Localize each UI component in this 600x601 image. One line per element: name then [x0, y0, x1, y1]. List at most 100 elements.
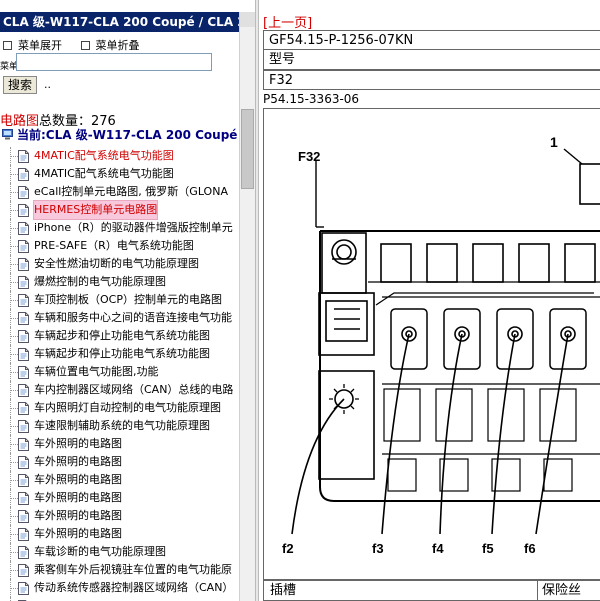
document-icon: [18, 257, 29, 271]
tree-guide-h: [10, 210, 20, 211]
tree-item[interactable]: 车辆起步和停止功能电气系统功能图: [0, 327, 240, 345]
tree-item[interactable]: eCall控制单元电路图, 俄罗斯（GLONA: [0, 183, 240, 201]
tree-item[interactable]: 车载诊断的电气功能原理图: [0, 543, 240, 561]
collapse-checkbox-icon: [80, 40, 90, 50]
tree-guide-h: [10, 228, 20, 229]
document-icon: [18, 293, 29, 307]
left-panel: CLA 级-W117-CLA 200 Coupé / CLA 220 C 菜单展…: [0, 0, 256, 601]
tree-item-label: 车辆位置电气功能图,功能: [34, 365, 159, 378]
document-icon: [18, 329, 29, 343]
tree-item-label: 乘客侧车外后视镜驻车位置的电气功能原: [34, 563, 232, 576]
document-icon: [18, 455, 29, 469]
scroll-up-icon[interactable]: [240, 12, 255, 27]
search-input[interactable]: [16, 53, 212, 71]
tree-item[interactable]: 乘客侧车外后视镜驻车位置的电气功能原: [0, 561, 240, 579]
tree-list: 4MATIC配气系统电气功能图 4MATIC配气系统电气功能图 eCall控制单元电…: [0, 147, 240, 601]
tree-item[interactable]: [0, 597, 240, 601]
tree-item[interactable]: 车内照明灯自动控制的电气功能原理图: [0, 399, 240, 417]
tree-guide-h: [10, 552, 20, 553]
document-icon: [18, 365, 29, 379]
tree-item-label: 车辆起步和停止功能电气系统功能图: [34, 347, 210, 360]
current-node[interactable]: 当前:CLA 级-W117-CLA 200 Coupé /: [2, 126, 246, 143]
tree-guide: [10, 597, 12, 601]
panel-divider[interactable]: [255, 0, 259, 601]
tree-item-label: 车速限制辅助系统的电气功能原理图: [34, 419, 210, 432]
document-icon: [18, 563, 29, 577]
tree-item[interactable]: 安全性燃油切断的电气功能原理图: [0, 255, 240, 273]
tree-item[interactable]: 4MATIC配气系统电气功能图: [0, 165, 240, 183]
tree-item[interactable]: 车外照明的电路图: [0, 471, 240, 489]
document-icon: [18, 527, 29, 541]
diagram-code: P54.15-3363-06: [263, 92, 360, 106]
right-panel: [上一页] GF54.15-P-1256-07KN 型号 F32 P54.15-…: [261, 0, 600, 601]
current-node-label: 当前:CLA 级-W117-CLA 200 Coupé /: [17, 128, 246, 142]
tree-item[interactable]: HERMES控制单元电路图: [0, 200, 240, 220]
prev-page-link[interactable]: [上一页]: [263, 16, 313, 31]
document-icon: [18, 311, 29, 325]
tree-item-label: 车外照明的电路图: [34, 473, 122, 486]
tree-item-label: eCall控制单元电路图, 俄罗斯（GLONA: [34, 185, 228, 198]
tree-item-label: 车外照明的电路图: [34, 455, 122, 468]
expand-checkbox-icon: [3, 40, 12, 50]
tree-item-label: 爆燃控制的电气功能原理图: [34, 275, 166, 288]
tree-guide-h: [10, 354, 20, 355]
document-icon: [18, 221, 29, 235]
tree-guide-h: [10, 498, 20, 499]
expand-all-button[interactable]: 菜单展开: [0, 37, 62, 53]
type-label: 型号: [263, 49, 600, 70]
document-icon: [18, 167, 29, 181]
tree-tools: 菜单展开 菜单折叠: [0, 37, 152, 53]
document-icon: [18, 509, 29, 523]
label-f4: f4: [432, 541, 444, 556]
tree-guide-h: [10, 264, 20, 265]
tree-item[interactable]: 车顶控制板（OCP）控制单元的电路图: [0, 291, 240, 309]
tree-item[interactable]: 车内控制器区域网络（CAN）总线的电路: [0, 381, 240, 399]
tree-guide-h: [10, 156, 20, 157]
tree-guide-h: [10, 570, 20, 571]
tree-guide-h: [10, 192, 20, 193]
document-icon: [18, 437, 29, 451]
slot-header: 插槽: [270, 583, 297, 598]
tree-item[interactable]: iPhone（R）的驱动器件增强版控制单元: [0, 219, 240, 237]
tree-guide-h: [10, 588, 20, 589]
callout-1: 1: [550, 134, 558, 150]
tree-guide-h: [10, 516, 20, 517]
document-icon: [18, 473, 29, 487]
tree-guide-h: [10, 282, 20, 283]
tree-item[interactable]: 爆燃控制的电气功能原理图: [0, 273, 240, 291]
tree-item-label: 4MATIC配气系统电气功能图: [34, 149, 174, 162]
count-line: 电路图总数量：276: [0, 110, 116, 129]
tree-item-label: 安全性燃油切断的电气功能原理图: [34, 257, 199, 270]
tree-item[interactable]: 车辆起步和停止功能电气系统功能图: [0, 345, 240, 363]
tree-item[interactable]: 车辆和服务中心之间的语音连接电气功能: [0, 309, 240, 327]
diagram-title: F32: [298, 149, 320, 164]
collapse-all-button[interactable]: 菜单折叠: [78, 37, 140, 53]
tree-guide-h: [10, 372, 20, 373]
tree-guide-h: [10, 462, 20, 463]
tree-item[interactable]: PRE-SAFE（R）电气系统功能图: [0, 237, 240, 255]
document-icon: [18, 419, 29, 433]
tree-item[interactable]: 车速限制辅助系统的电气功能原理图: [0, 417, 240, 435]
document-icon: [18, 203, 29, 217]
tree-guide-h: [10, 174, 20, 175]
scroll-thumb[interactable]: [241, 109, 254, 189]
tree-item[interactable]: 车辆位置电气功能图,功能: [0, 363, 240, 381]
tree-item[interactable]: 车外照明的电路图: [0, 489, 240, 507]
tree-item[interactable]: 车外照明的电路图: [0, 453, 240, 471]
tree-scrollbar[interactable]: [239, 12, 255, 601]
document-icon: [18, 491, 29, 505]
search-button[interactable]: 搜索: [3, 76, 37, 94]
tree-item[interactable]: 车外照明的电路图: [0, 507, 240, 525]
tree-item[interactable]: 车外照明的电路图: [0, 525, 240, 543]
tree-guide-h: [10, 444, 20, 445]
tree-item[interactable]: 车外照明的电路图: [0, 435, 240, 453]
tree-item-label: 4MATIC配气系统电气功能图: [34, 167, 174, 180]
count-text: 总数量：276: [39, 114, 116, 129]
tree-guide-h: [10, 408, 20, 409]
tree-guide-h: [10, 426, 20, 427]
tree-item-label: 车外照明的电路图: [34, 509, 122, 522]
tree-item[interactable]: 4MATIC配气系统电气功能图: [0, 147, 240, 165]
tree-item-label: HERMES控制单元电路图: [32, 200, 159, 220]
label-f3: f3: [372, 541, 384, 556]
tree-item[interactable]: 传动系统传感器控制器区域网络（CAN）: [0, 579, 240, 597]
